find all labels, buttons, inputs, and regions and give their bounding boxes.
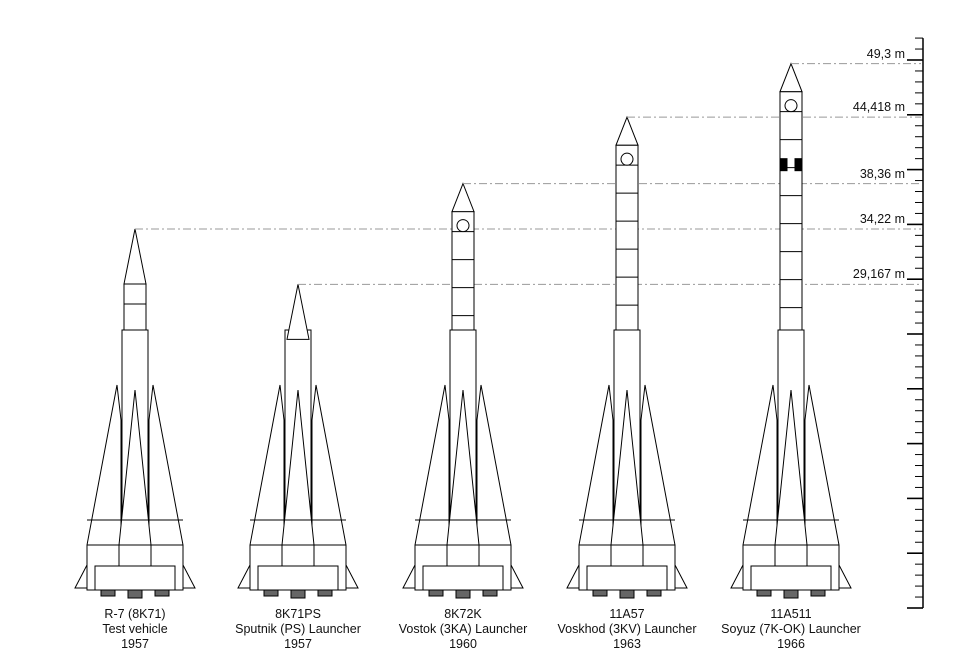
upper-stage xyxy=(615,144,639,331)
caption-name: 8K71PS xyxy=(275,607,321,621)
engine-block xyxy=(94,565,176,591)
caption-name: 8K72K xyxy=(444,607,482,621)
nozzle xyxy=(592,589,608,597)
nozzle xyxy=(455,589,471,599)
capsule-window xyxy=(456,219,470,233)
black-band xyxy=(779,158,788,172)
fin xyxy=(730,564,744,589)
fin xyxy=(237,564,251,589)
nozzle xyxy=(100,589,116,597)
caption-year: 1963 xyxy=(613,637,641,651)
caption-role: Vostok (3KA) Launcher xyxy=(398,622,528,636)
caption-role: Voskhod (3KV) Launcher xyxy=(557,622,697,636)
upper-stage xyxy=(779,91,803,331)
right-booster xyxy=(804,384,840,591)
caption-role: Test vehicle xyxy=(102,622,168,636)
nozzle xyxy=(756,589,772,597)
nozzle xyxy=(317,589,333,597)
nose-fairing xyxy=(286,284,310,340)
left-booster xyxy=(414,384,450,591)
caption-role: Sputnik (PS) Launcher xyxy=(235,622,361,636)
fin xyxy=(402,564,416,589)
capsule-window xyxy=(620,152,634,166)
right-booster xyxy=(640,384,676,591)
nose-fairing xyxy=(779,62,803,93)
fin xyxy=(838,564,852,589)
right-booster xyxy=(311,384,347,591)
nose-fairing xyxy=(123,228,147,285)
right-booster xyxy=(148,384,184,591)
upper-stage xyxy=(123,283,147,331)
caption-role: Soyuz (7K-OK) Launcher xyxy=(721,622,861,636)
engine-block xyxy=(257,565,339,591)
nozzle xyxy=(619,589,635,599)
fin xyxy=(566,564,580,589)
nozzle xyxy=(290,589,306,599)
left-booster xyxy=(249,384,285,591)
nose-fairing xyxy=(615,115,639,146)
caption-name: R-7 (8K71) xyxy=(104,607,166,621)
height-ruler xyxy=(907,37,924,609)
left-booster xyxy=(578,384,614,591)
height-label: 29,167 m xyxy=(852,267,905,282)
engine-block xyxy=(422,565,504,591)
black-band xyxy=(794,158,803,172)
rocket-4 xyxy=(730,62,852,599)
caption-year: 1966 xyxy=(777,637,805,651)
height-label: 34,22 m xyxy=(859,211,905,226)
engine-block xyxy=(586,565,668,591)
caption-name: 11A57 xyxy=(609,607,645,621)
nose-fairing xyxy=(451,182,475,213)
caption-year: 1957 xyxy=(121,637,149,651)
nozzle xyxy=(428,589,444,597)
nozzle xyxy=(127,589,143,599)
fin xyxy=(510,564,524,589)
fin xyxy=(74,564,88,589)
rocket-1 xyxy=(237,284,359,599)
nozzle xyxy=(783,589,799,599)
height-label: 44,418 m xyxy=(852,100,905,115)
nozzle xyxy=(810,589,826,597)
left-booster xyxy=(86,384,122,591)
engine-block xyxy=(750,565,832,591)
nozzle xyxy=(482,589,498,597)
caption-year: 1960 xyxy=(449,637,477,651)
nozzle xyxy=(263,589,279,597)
left-booster xyxy=(742,384,778,591)
caption-name: 11A511 xyxy=(770,607,812,621)
height-label: 49,3 m xyxy=(866,46,905,61)
fin xyxy=(182,564,196,589)
right-booster xyxy=(476,384,512,591)
nozzle xyxy=(646,589,662,597)
nozzle xyxy=(154,589,170,597)
rocket-2 xyxy=(402,182,524,599)
rocket-0 xyxy=(74,228,196,599)
caption-year: 1957 xyxy=(284,637,312,651)
fin xyxy=(345,564,359,589)
rocket-3 xyxy=(566,115,688,599)
capsule-window xyxy=(784,99,798,113)
height-label: 38,36 m xyxy=(859,166,905,181)
fin xyxy=(674,564,688,589)
